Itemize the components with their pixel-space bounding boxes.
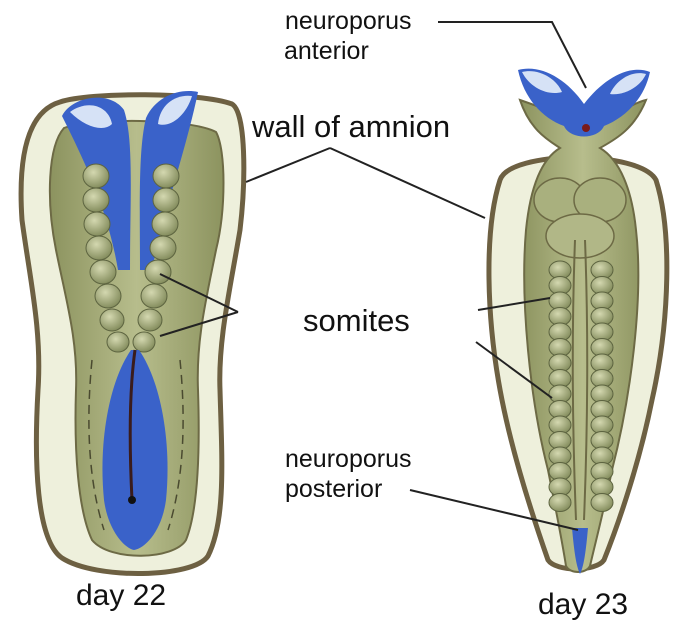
label-day-22: day 22 xyxy=(76,581,166,611)
leader-amnion-right xyxy=(330,148,485,218)
label-neuroporus-anterior-line1: neuroporus xyxy=(285,9,411,34)
embryo-day-22 xyxy=(21,91,244,574)
label-day-23: day 23 xyxy=(538,590,628,620)
somite xyxy=(591,494,613,512)
embryo-day-23 xyxy=(489,69,667,574)
label-wall-of-amnion: wall of amnion xyxy=(252,111,450,142)
leader-neuroporus-anterior xyxy=(438,22,586,88)
somite xyxy=(549,494,571,512)
leader-amnion-left xyxy=(246,148,330,182)
label-neuroporus-posterior-line2: posterior xyxy=(285,477,382,502)
label-neuroporus-anterior-line2: anterior xyxy=(284,39,369,64)
label-somites: somites xyxy=(303,305,410,336)
label-neuroporus-posterior-line1: neuroporus xyxy=(285,447,411,472)
